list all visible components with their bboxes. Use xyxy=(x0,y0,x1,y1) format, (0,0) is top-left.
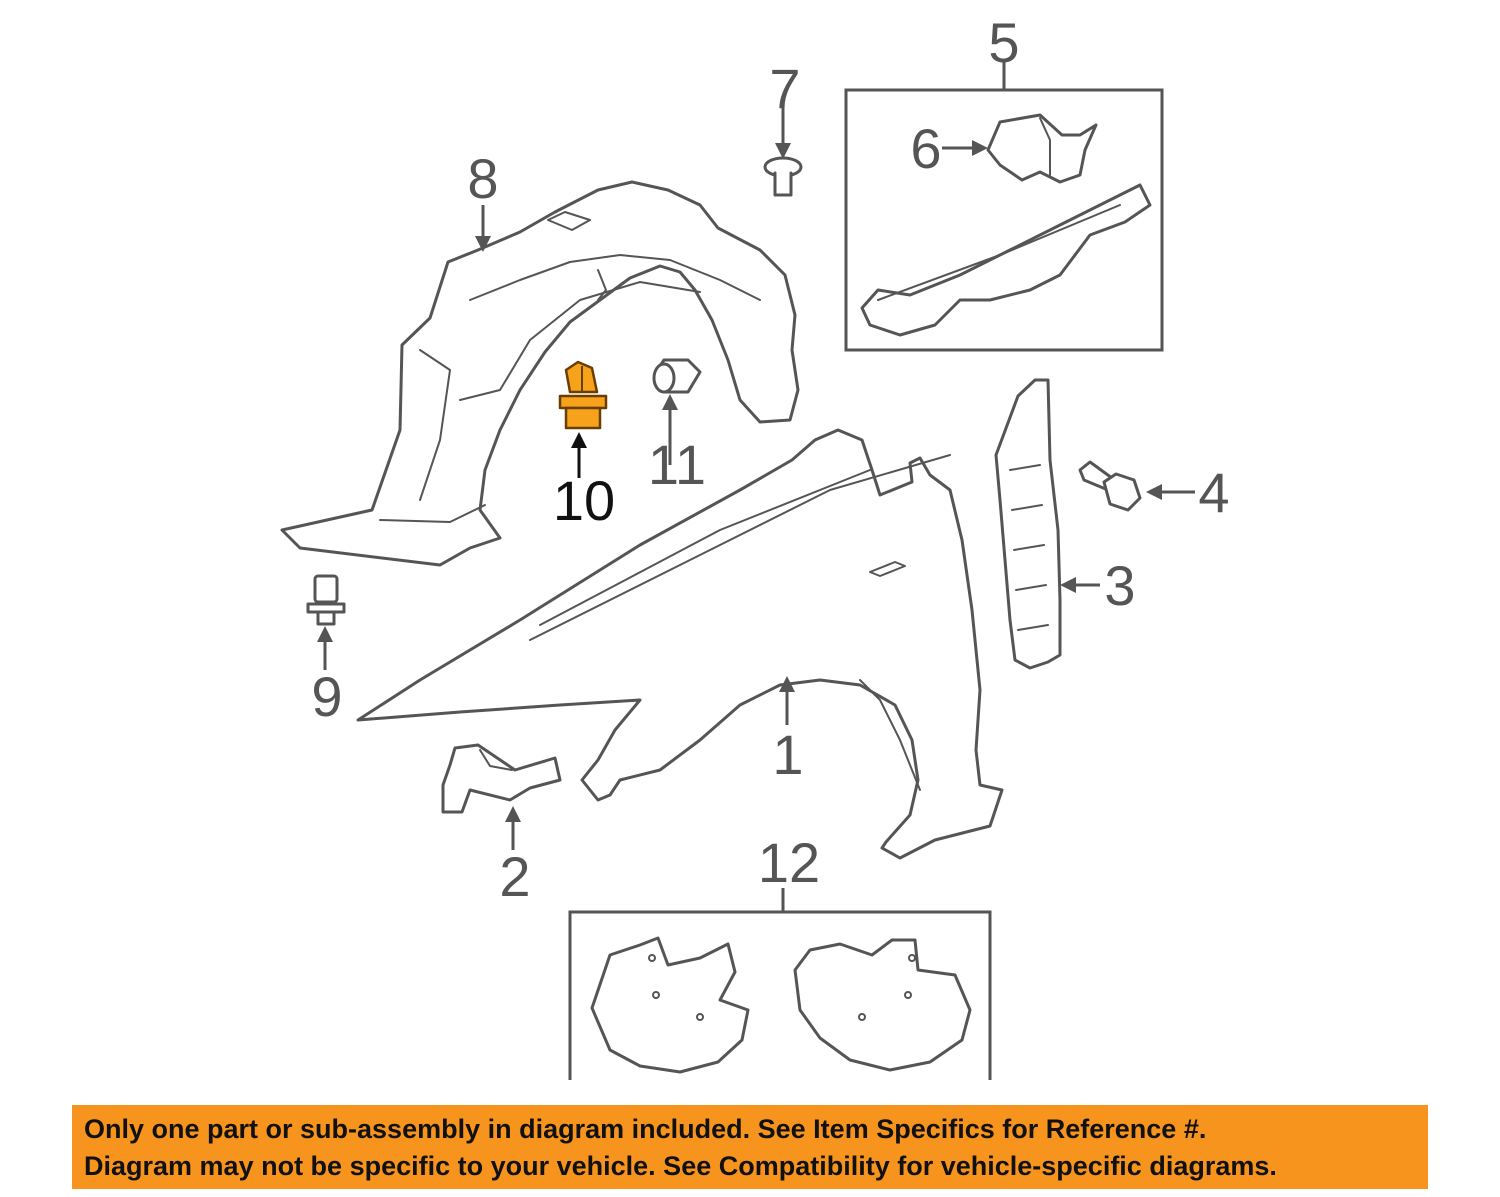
part-8-fender-liner[interactable] xyxy=(280,180,800,567)
callout-9: 9 xyxy=(311,665,342,728)
disclaimer-line-2: Diagram may not be specific to your vehi… xyxy=(84,1151,1277,1181)
part-7-clip[interactable] xyxy=(763,156,803,197)
part-2-bracket[interactable] xyxy=(441,743,562,814)
part-1-fender[interactable] xyxy=(356,428,1004,860)
callout-6: 6 xyxy=(910,117,941,180)
part-5-apron-rail[interactable] xyxy=(860,183,1152,337)
part-12-group-frame xyxy=(568,910,992,1080)
disclaimer-banner: Only one part or sub-assembly in diagram… xyxy=(72,1105,1428,1189)
callout-5: 5 xyxy=(988,11,1019,74)
callout-8: 8 xyxy=(467,147,498,210)
part-4-bolt[interactable] xyxy=(1078,460,1142,512)
callout-11: 11 xyxy=(648,433,706,496)
callout-labels: 8 7 5 6 11 10 4 3 1 9 2 12 xyxy=(311,11,1229,908)
callout-12: 12 xyxy=(758,831,820,894)
callout-1: 1 xyxy=(772,723,803,786)
part-9-pin[interactable] xyxy=(306,574,346,626)
callout-4: 4 xyxy=(1198,461,1229,524)
part-11-clip[interactable] xyxy=(652,358,702,394)
part-10-clip-highlighted[interactable] xyxy=(558,360,608,430)
callout-2: 2 xyxy=(499,845,530,908)
leader-lines xyxy=(317,62,1195,912)
disclaimer-line-1: Only one part or sub-assembly in diagram… xyxy=(84,1114,1207,1144)
part-6-bracket[interactable] xyxy=(986,113,1098,184)
part-12-mud-flaps[interactable] xyxy=(590,936,972,1074)
callout-10: 10 xyxy=(553,469,615,532)
parts-diagram: 8 7 5 6 11 10 4 3 1 9 2 12 xyxy=(280,11,1230,1080)
part-3-bracket[interactable] xyxy=(994,378,1062,670)
callout-7: 7 xyxy=(769,57,800,120)
callout-3: 3 xyxy=(1104,554,1135,617)
